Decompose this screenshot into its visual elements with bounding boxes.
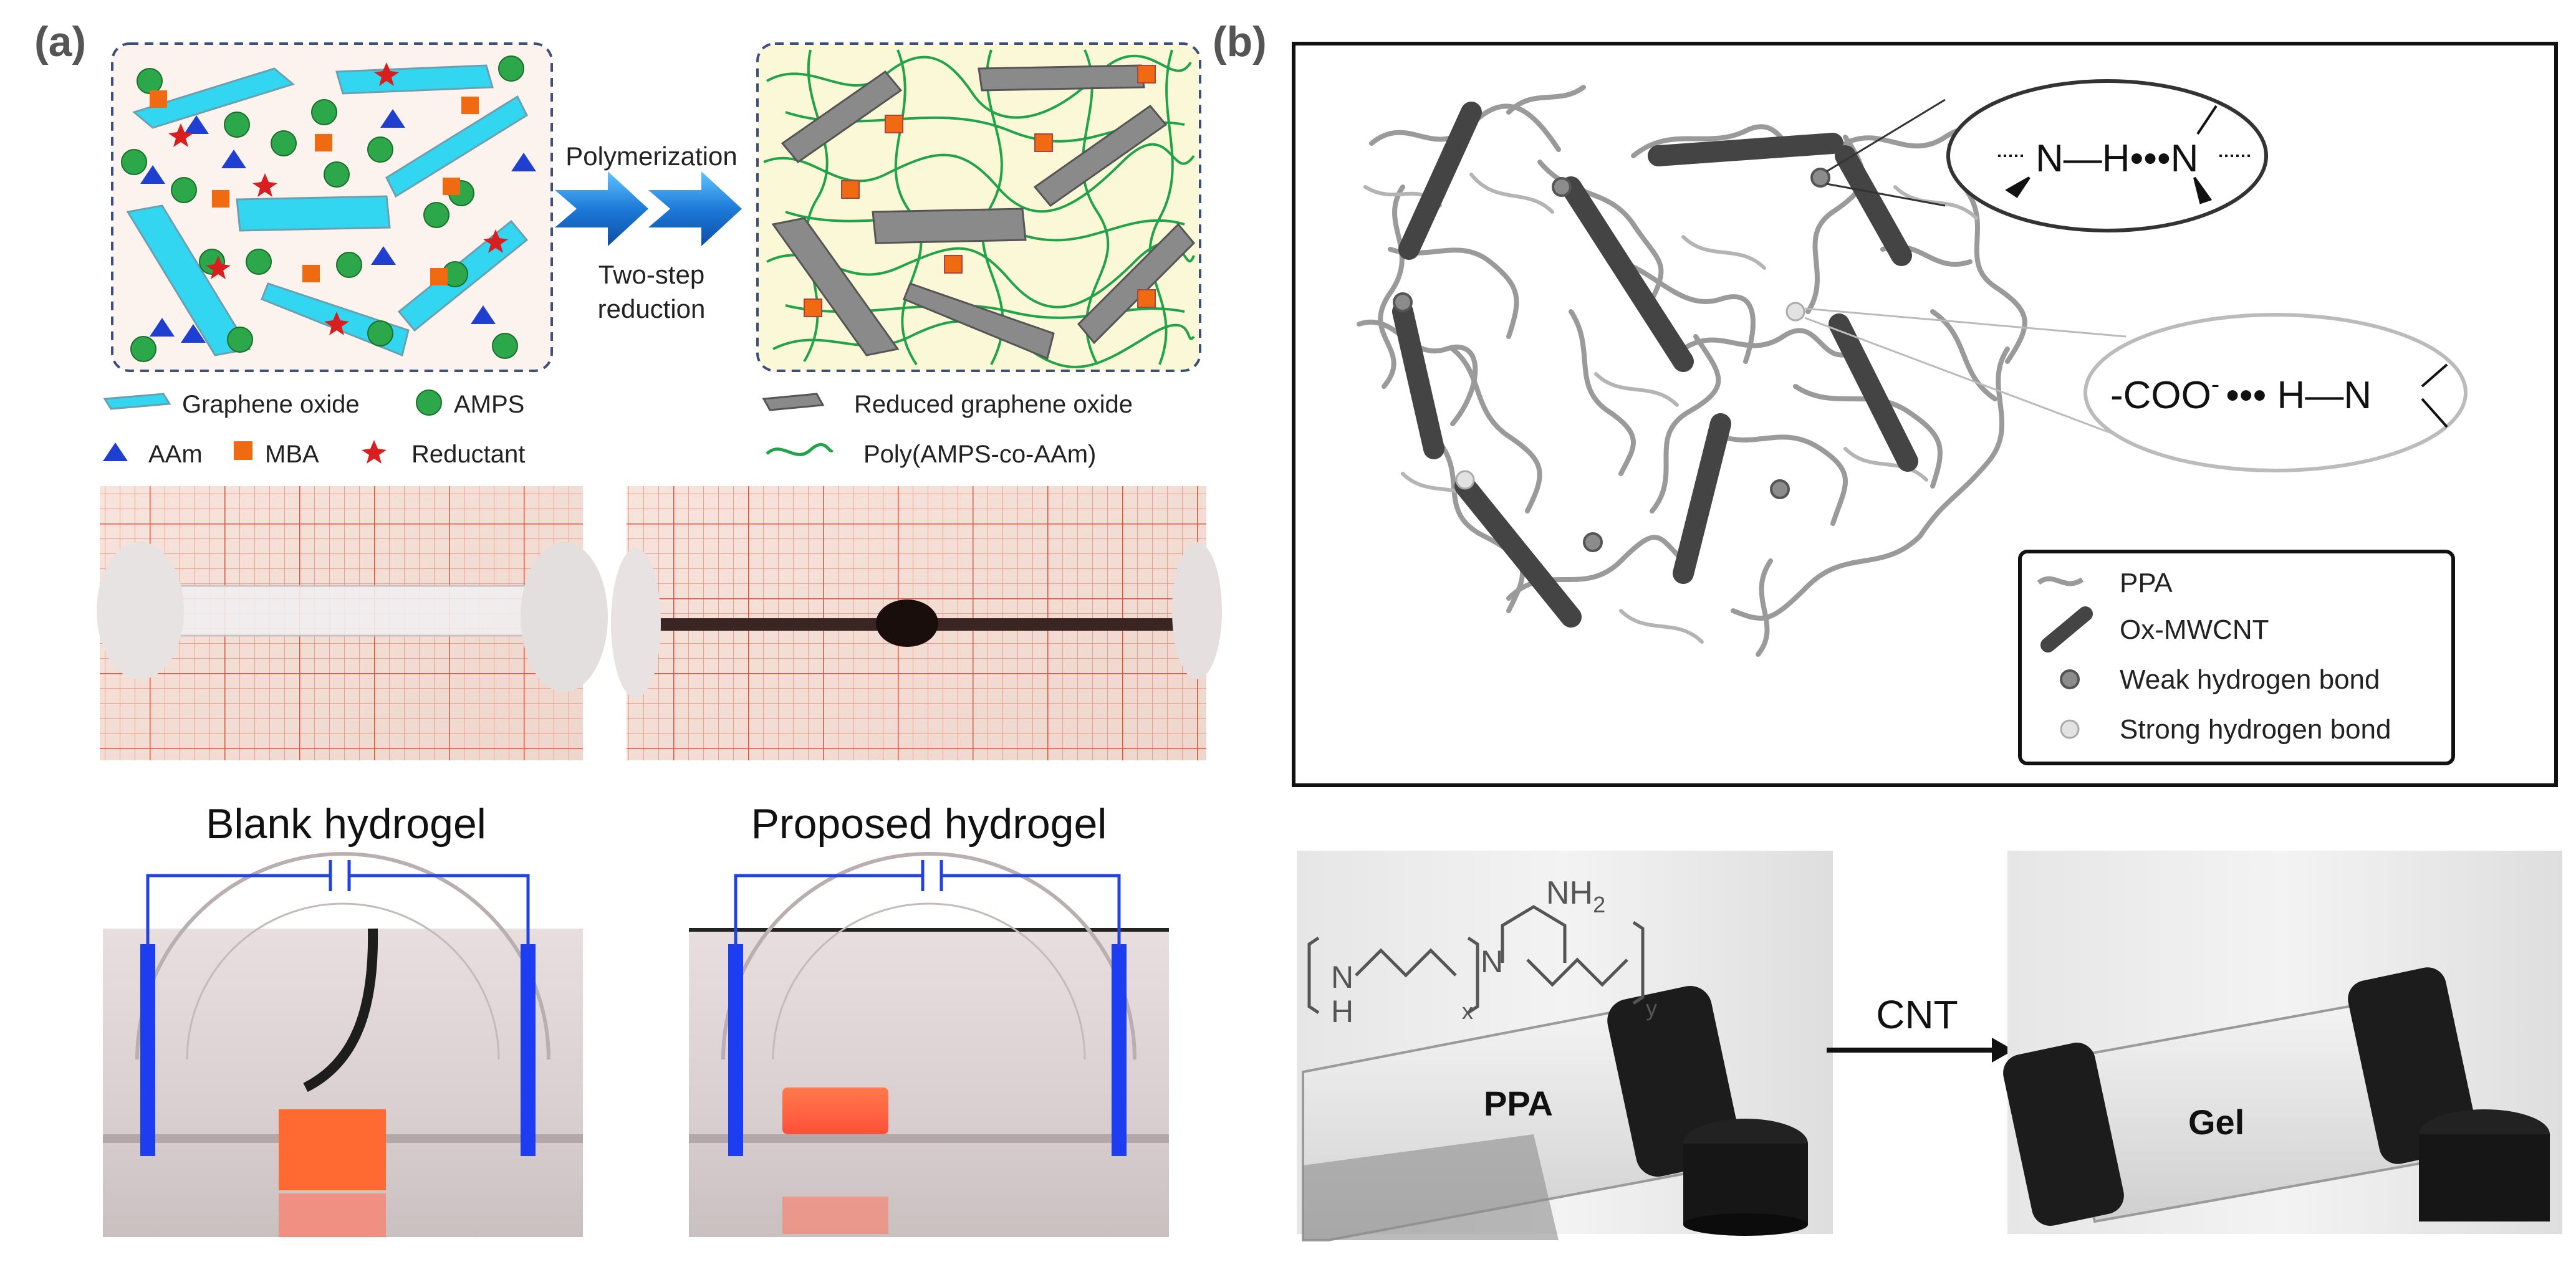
structure-n-right: N (1481, 944, 1503, 979)
legend-mwcnt: Ox-MWCNT (2120, 614, 2269, 645)
hbond-bottom-sup: - (2211, 371, 2219, 398)
structure-n-left: N (1331, 960, 1353, 995)
callout-lines-top (1826, 98, 1946, 207)
reductant-stars (168, 62, 508, 335)
right-electrode (1112, 944, 1127, 1156)
poly-swatch (766, 443, 834, 456)
weak-bond-swatch (2060, 669, 2080, 689)
hbond-bottom-label: -COO-••• H—N (2110, 371, 2372, 417)
mba-crosslinkers (150, 90, 479, 285)
structure-h-left: H (1331, 994, 1353, 1029)
amps-swatch (416, 390, 442, 416)
legend-mba: MBA (265, 441, 319, 468)
mba-swatch (234, 441, 252, 460)
aam-monomers (140, 109, 536, 343)
experiment-blank (103, 852, 583, 1237)
vial-photo-ppa (1297, 851, 1833, 1241)
ppa-structure: NH2 N H N x y (1307, 875, 1657, 1029)
hbond-bottom-pre: -COO (2110, 374, 2211, 417)
cnt-label: CNT (1876, 992, 1958, 1037)
hbond-bottom-stereo (2421, 363, 2448, 428)
legend-ppa: PPA (2120, 568, 2173, 598)
nh2-label: NH2 (1546, 875, 1605, 917)
reactants-box (111, 42, 553, 372)
callout-lines-bottom (1804, 307, 2127, 437)
hbond-top-label: N—H•••N (2035, 137, 2198, 180)
legend-rgo: Reduced graphene oxide (854, 391, 1133, 418)
arrow-label-two-step: Two-step (598, 260, 704, 289)
circuit-wire (734, 874, 1121, 947)
proposed-hydrogel-title: Proposed hydrogel (751, 800, 1107, 848)
structure-sub-x: x (1462, 998, 1473, 1024)
legend-aam: AAm (148, 441, 203, 468)
panel-a-label: (a) (34, 18, 86, 65)
vial-photo-gel (2003, 851, 2562, 1234)
legend-weak: Weak hydrogen bond (2120, 664, 2380, 695)
strong-bond-callout (1946, 79, 2268, 232)
legend-graphene-oxide: Graphene oxide (182, 391, 360, 418)
arrow-label-polymerization: Polymerization (565, 141, 737, 171)
blank-hydrogel-title: Blank hydrogel (206, 800, 486, 848)
weak-bond-markers (1393, 168, 1830, 552)
vial-label-gel: Gel (2188, 1102, 2244, 1142)
aam-swatch (103, 442, 128, 461)
hbond-bottom-post: ••• H—N (2226, 374, 2372, 417)
left-electrode (728, 944, 743, 1156)
left-electrode (140, 944, 155, 1156)
legend-amps: AMPS (454, 391, 524, 418)
panel-b-label: (b) (1213, 18, 1267, 65)
strong-bond-markers (1455, 302, 1805, 490)
legend-poly: Poly(AMPS-co-AAm) (863, 441, 1096, 468)
photo-stretch-proposed (611, 486, 1222, 760)
hbond-top-stereo (1998, 105, 2251, 204)
legend-b: PPA Ox-MWCNT Weak hydrogen bond Strong h… (2018, 550, 2455, 765)
product-box (756, 42, 1201, 372)
mwcnt-swatch (2040, 606, 2093, 653)
reaction-arrows (555, 171, 742, 246)
rgo-sheets (771, 64, 1196, 360)
graphene-oxide-swatch (103, 393, 171, 410)
strong-bond-swatch (2060, 719, 2080, 739)
experiment-proposed (689, 852, 1169, 1237)
circuit-wire (146, 874, 530, 947)
legend-reductant: Reductant (411, 441, 525, 468)
nh2-sub: 2 (1593, 892, 1605, 917)
photo-stretch-blank (97, 486, 608, 760)
network-diagram: N—H•••N -COO-••• H—N PPA Ox-MWCNT Weak h… (1292, 42, 2558, 787)
legend-a: Graphene oxide AMPS AAm MBA Reductant Re… (103, 390, 1133, 468)
arrow-label-reduction: reduction (598, 294, 706, 323)
cnt-arrowhead (1992, 1038, 2014, 1063)
crosslink-points (804, 65, 1156, 317)
weak-bond-callout (2083, 313, 2468, 472)
structure-sub-y: y (1646, 995, 1657, 1021)
legend-strong: Strong hydrogen bond (2120, 714, 2391, 745)
reductant-swatch (362, 440, 387, 464)
ppa-swatch (2037, 576, 2084, 586)
vial-label-ppa: PPA (1484, 1084, 1553, 1123)
right-electrode (521, 944, 536, 1156)
rgo-swatch (762, 393, 825, 411)
mwcnt-rods (1392, 102, 1918, 628)
nh2-text: NH (1546, 875, 1593, 911)
